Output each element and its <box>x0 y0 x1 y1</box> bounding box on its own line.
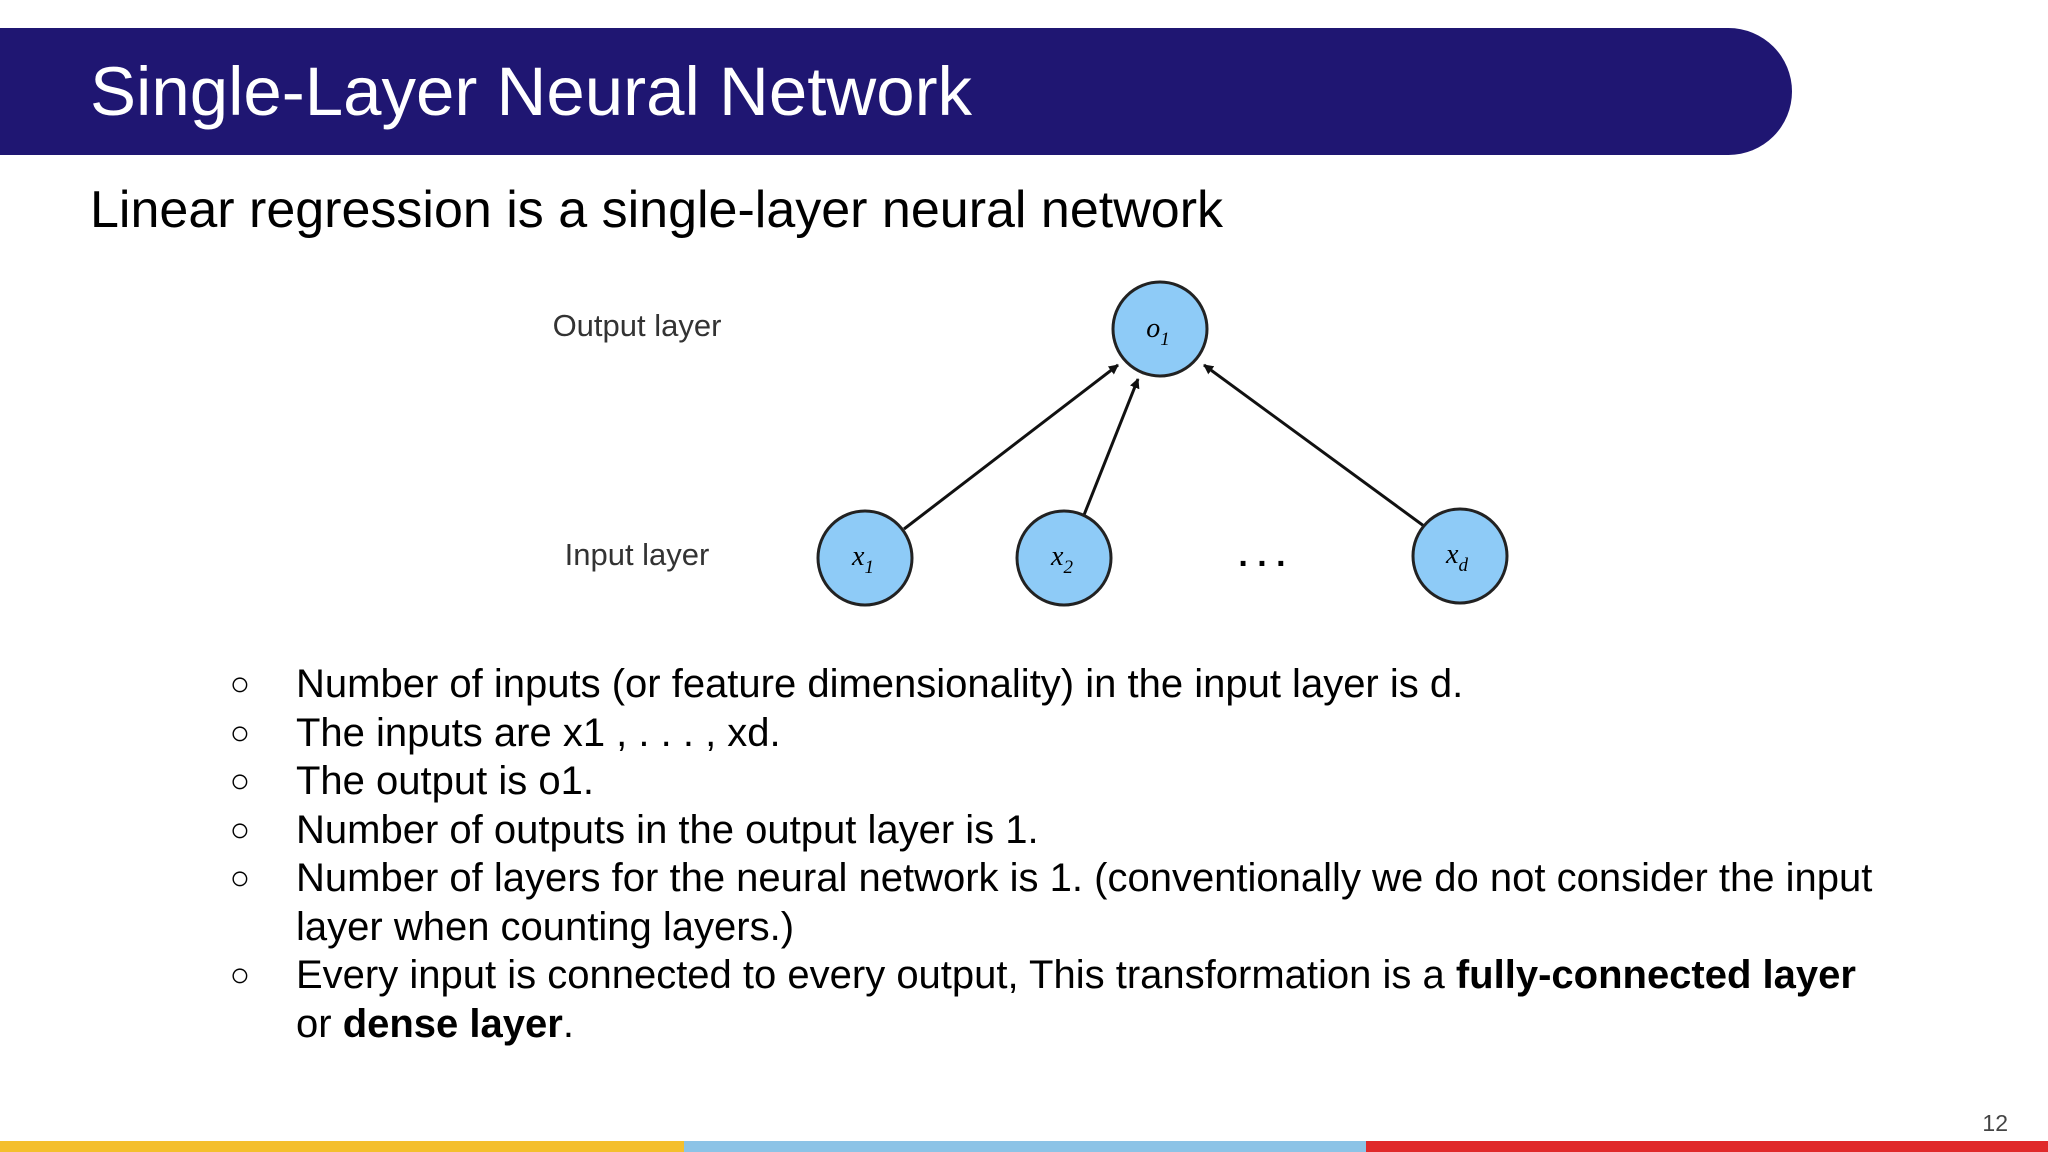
input-node-x2: x2 <box>1015 509 1113 607</box>
bullet-item: ○ The inputs are x1 , . . . , xd. <box>220 709 1900 758</box>
input-node-x1: x1 <box>816 509 914 607</box>
output-node-o1: o1 <box>1111 280 1209 378</box>
edge-x2-o1 <box>1082 378 1140 516</box>
bullet-item: ○ Number of outputs in the output layer i… <box>220 806 1900 855</box>
bullet-item: ○ Every input is connected to every outpu… <box>220 951 1900 1048</box>
bullet-text: Number of outputs in the output layer is… <box>296 807 1039 852</box>
network-diagram: Output layer Input layer o1 x1 x2 . . . … <box>553 280 1509 607</box>
bullet-item: ○ Number of layers for the neural network… <box>220 854 1900 951</box>
bullet-marker: ○ <box>229 956 251 994</box>
bullet-text: . <box>562 1001 574 1046</box>
output-layer-label: Output layer <box>553 308 722 343</box>
bullet-item: ○ Number of inputs (or feature dimensiona… <box>220 660 1900 709</box>
bullet-text: Every input is connected to every output… <box>296 953 1456 997</box>
bullet-marker: ○ <box>229 713 251 752</box>
bullet-text: Number of layers for the neural network … <box>296 856 1873 949</box>
bullet-bold-text: dense layer <box>342 1001 563 1046</box>
bullet-list: ○ Number of inputs (or feature dimensiona… <box>220 660 1900 1048</box>
bullet-bold-text: fully-connected layer <box>1455 953 1856 997</box>
input-node-xd: xd <box>1411 507 1509 605</box>
edge-x1-o1 <box>903 363 1119 531</box>
title-band: Single-Layer Neural Network <box>0 28 1792 155</box>
input-layer-label: Input layer <box>565 537 710 572</box>
input-ellipsis: . . . <box>1238 536 1285 574</box>
bullet-marker: ○ <box>229 859 251 897</box>
bullet-text: The output is o1. <box>296 759 594 803</box>
bullet-text: Number of inputs (or feature dimensional… <box>296 662 1464 706</box>
svg-text:x2: x2 <box>1050 541 1073 578</box>
svg-text:x1: x1 <box>851 541 874 578</box>
slide-subtitle: Linear regression is a single-layer neur… <box>90 181 1224 239</box>
bullet-text: or <box>296 1001 343 1046</box>
footer-bar-blue <box>684 1141 1366 1152</box>
footer-bar-red <box>1366 1141 2048 1152</box>
bullet-marker: ○ <box>229 665 251 703</box>
bullet-marker: ○ <box>229 762 251 800</box>
slide-title: Single-Layer Neural Network <box>90 53 973 130</box>
bullet-marker: ○ <box>229 810 251 849</box>
svg-text:o1: o1 <box>1146 313 1170 350</box>
page-number: 12 <box>1982 1110 2008 1136</box>
edge-xd-o1 <box>1203 363 1429 531</box>
bullet-text: The inputs are x1 , . . . , xd. <box>296 710 781 755</box>
footer-bar-yellow <box>0 1141 684 1152</box>
bullet-item: ○ The output is o1. <box>220 757 1900 806</box>
svg-text:xd: xd <box>1445 539 1468 576</box>
